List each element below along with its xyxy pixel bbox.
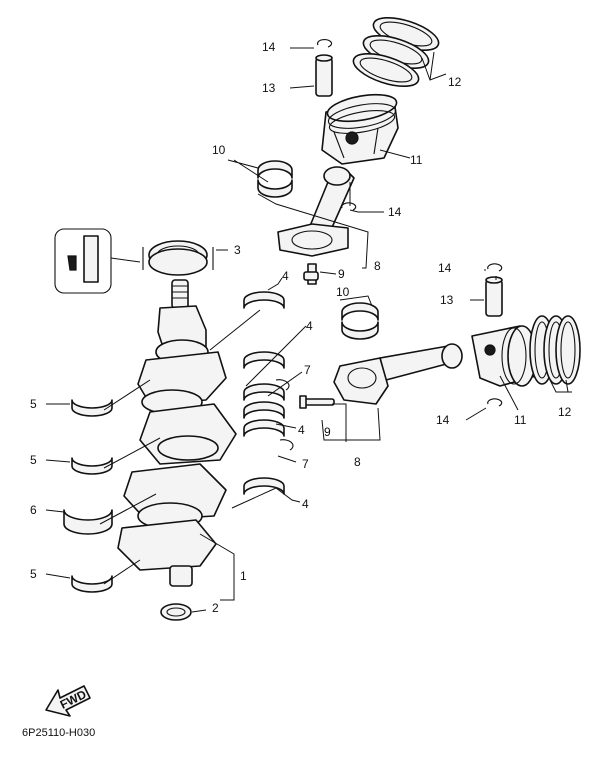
callout-13-right: 13: [440, 293, 454, 307]
piston-pin-right: [485, 276, 503, 317]
callout-7-b: 7: [302, 457, 309, 471]
callout-4-d: 4: [302, 497, 309, 511]
piston-pin-clip-mid: [341, 202, 357, 211]
callout-3: 3: [234, 243, 241, 257]
callout-9-right: 9: [324, 425, 331, 439]
callout-11-right: 11: [514, 413, 527, 427]
callout-14-right-bottom: 14: [436, 413, 450, 427]
piston-pin-clip-right-top: [487, 263, 503, 272]
piston-right: [471, 325, 539, 387]
main-bearings-left: [63, 399, 113, 593]
callout-7-a: 7: [304, 363, 311, 377]
connecting-rod-bolt-right: [299, 395, 335, 409]
callout-12-top: 12: [448, 75, 462, 89]
crankshaft: [117, 279, 237, 587]
callout-14-mid: 14: [388, 205, 402, 219]
callout-4-c: 4: [298, 423, 305, 437]
small-end-bearing-top: [257, 160, 293, 198]
connecting-rod-top: [277, 166, 355, 285]
small-end-bearing-right: [341, 302, 379, 340]
callout-6: 6: [30, 503, 37, 517]
crankshaft-gear: [160, 603, 192, 621]
callout-4-a: 4: [282, 269, 289, 283]
diagram-code: 6P25110-H030: [22, 727, 96, 739]
callout-9-top: 9: [338, 267, 345, 281]
forward-arrow-icon: FWD: [45, 685, 91, 717]
callout-13-top: 13: [262, 81, 276, 95]
callout-5-c: 5: [30, 567, 37, 581]
callout-11-top: 11: [410, 153, 423, 167]
callout-8-right: 8: [354, 455, 361, 469]
callout-10-top: 10: [212, 143, 226, 157]
piston-pin-top: [315, 54, 333, 97]
piston-rings-right: [529, 315, 581, 385]
callout-8-top: 8: [374, 259, 381, 273]
piston-top: [321, 93, 399, 165]
connecting-rod-right: [333, 343, 463, 405]
callout-labels: 14 13 12 11 10 14 3 9 8 4 10 4 7 4 7 4 9…: [30, 40, 572, 615]
callout-14-right-top: 14: [438, 261, 452, 275]
callout-12-right: 12: [558, 405, 572, 419]
oil-seal: [142, 240, 214, 276]
piston-rings-top: [352, 16, 440, 88]
piston-pin-clip-top: [316, 39, 332, 48]
oil-seal-detail-inset: [54, 228, 141, 294]
piston-pin-clip-right-bottom: [487, 398, 503, 407]
main-bearings-right: [243, 291, 294, 495]
callout-10-right: 10: [336, 285, 350, 299]
callout-1: 1: [240, 569, 247, 583]
leader-lines: [45, 47, 572, 613]
callout-14-top: 14: [262, 40, 276, 54]
callout-4-b: 4: [306, 319, 313, 333]
callout-5-a: 5: [30, 397, 37, 411]
callout-5-b: 5: [30, 453, 37, 467]
callout-2: 2: [212, 601, 219, 615]
